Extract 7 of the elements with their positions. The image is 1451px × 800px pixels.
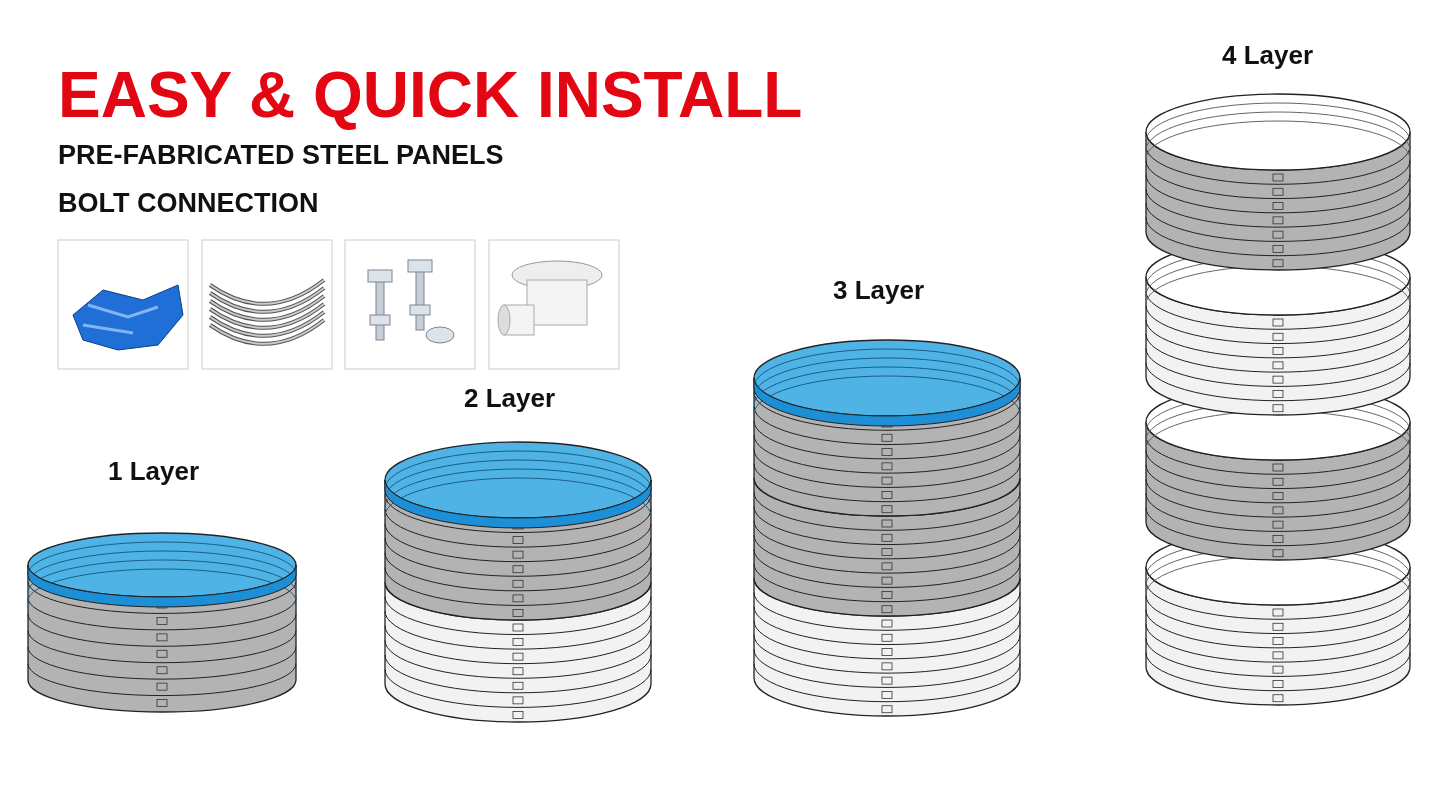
layer-label: 2 Layer	[464, 383, 556, 414]
subtitle: BOLT CONNECTION	[58, 188, 319, 219]
layer-label: 1 Layer	[108, 456, 200, 487]
layer-label: 4 Layer	[1222, 40, 1314, 71]
subtitle: PRE-FABRICATED STEEL PANELS	[58, 140, 504, 171]
title-heading: EASY & QUICK INSTALL	[58, 58, 803, 132]
layer-label: 3 Layer	[833, 275, 925, 306]
